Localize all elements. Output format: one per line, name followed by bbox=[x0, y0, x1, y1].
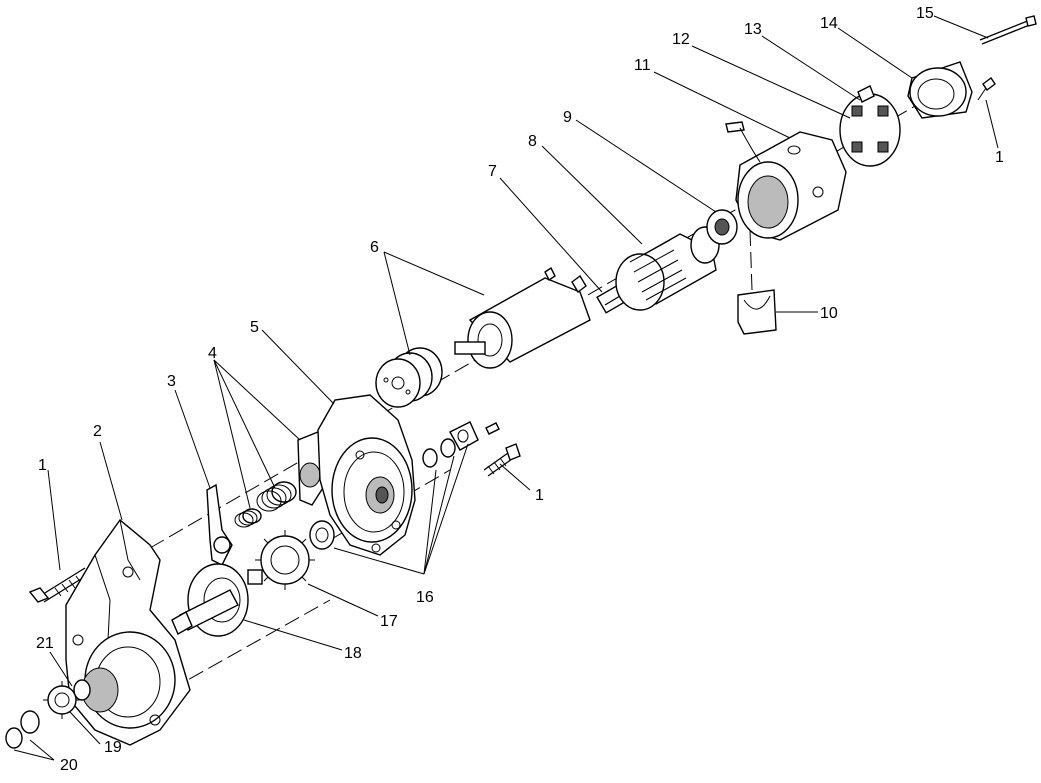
callout-19: 19 bbox=[104, 739, 122, 756]
callout-10: 10 bbox=[820, 305, 838, 322]
shift-lever bbox=[206, 483, 233, 566]
callout-12: 12 bbox=[672, 31, 690, 48]
callout-18: 18 bbox=[344, 645, 362, 662]
screw-top-right bbox=[977, 76, 996, 101]
through-bolt bbox=[979, 15, 1037, 45]
callout-9: 9 bbox=[563, 109, 572, 126]
callout-8: 8 bbox=[528, 133, 537, 150]
spring-large bbox=[256, 481, 297, 512]
washers bbox=[309, 421, 479, 550]
shim-stack bbox=[375, 347, 443, 408]
callout-6: 6 bbox=[370, 239, 379, 256]
spring-small bbox=[234, 508, 262, 528]
callout-labels: 1 1 1 2 3 4 5 6 7 8 9 10 11 12 13 14 15 … bbox=[36, 5, 1004, 774]
callout-15: 15 bbox=[916, 5, 934, 22]
armature bbox=[615, 226, 720, 311]
drive-gear bbox=[255, 530, 315, 590]
bolt-right bbox=[483, 443, 521, 477]
leader-lines bbox=[13, 15, 999, 761]
callout-2: 2 bbox=[93, 423, 102, 440]
callout-1-left: 1 bbox=[38, 457, 47, 474]
center-housing bbox=[317, 394, 416, 556]
callout-20: 20 bbox=[60, 757, 78, 774]
screw-small-plate bbox=[485, 422, 500, 435]
callout-17: 17 bbox=[380, 613, 398, 630]
pinion-gear bbox=[43, 679, 91, 719]
callout-7: 7 bbox=[488, 163, 497, 180]
snap-rings bbox=[5, 710, 40, 749]
callout-1-right: 1 bbox=[535, 487, 544, 504]
callout-16: 16 bbox=[416, 589, 434, 606]
end-cover bbox=[907, 61, 973, 119]
yoke bbox=[725, 121, 847, 241]
callout-13: 13 bbox=[744, 21, 762, 38]
front-housing bbox=[65, 518, 191, 746]
bearing bbox=[706, 209, 738, 245]
callout-5: 5 bbox=[250, 319, 259, 336]
callout-14: 14 bbox=[820, 15, 838, 32]
callout-21: 21 bbox=[36, 635, 54, 652]
solenoid bbox=[454, 266, 591, 369]
callout-1-top: 1 bbox=[995, 149, 1004, 166]
callout-3: 3 bbox=[167, 373, 176, 390]
brush-holder bbox=[839, 85, 901, 167]
brush-clip bbox=[737, 289, 777, 335]
callout-4: 4 bbox=[208, 345, 217, 362]
callout-11: 11 bbox=[634, 57, 651, 74]
clutch-assembly bbox=[171, 563, 263, 637]
